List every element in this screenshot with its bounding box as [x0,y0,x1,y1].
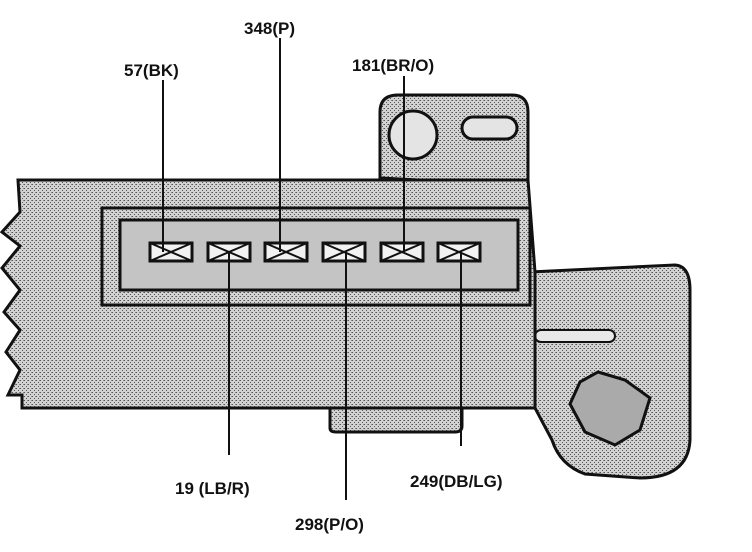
pin-label-181-br-o: 181(BR/O) [352,56,434,75]
terminal-3 [263,241,309,263]
terminal-4 [321,241,367,263]
pin-label-249-db-lg: 249(DB/LG) [410,472,503,491]
flange-slot [534,329,616,343]
terminal-1 [148,241,194,263]
ear-hole [387,109,439,161]
pin-label-298-p-o: 298(P/O) [295,515,364,534]
terminal-2 [206,241,252,263]
terminal-6 [436,241,482,263]
pin-label-348-p: 348(P) [244,19,295,38]
mounting-flange [528,263,692,480]
pin-label-19-lb-r: 19 (LB/R) [175,479,250,498]
lock-tab [568,370,652,447]
ear-slot [460,115,519,141]
pin-label-57-bk: 57(BK) [124,61,179,80]
terminal-5 [379,241,425,263]
